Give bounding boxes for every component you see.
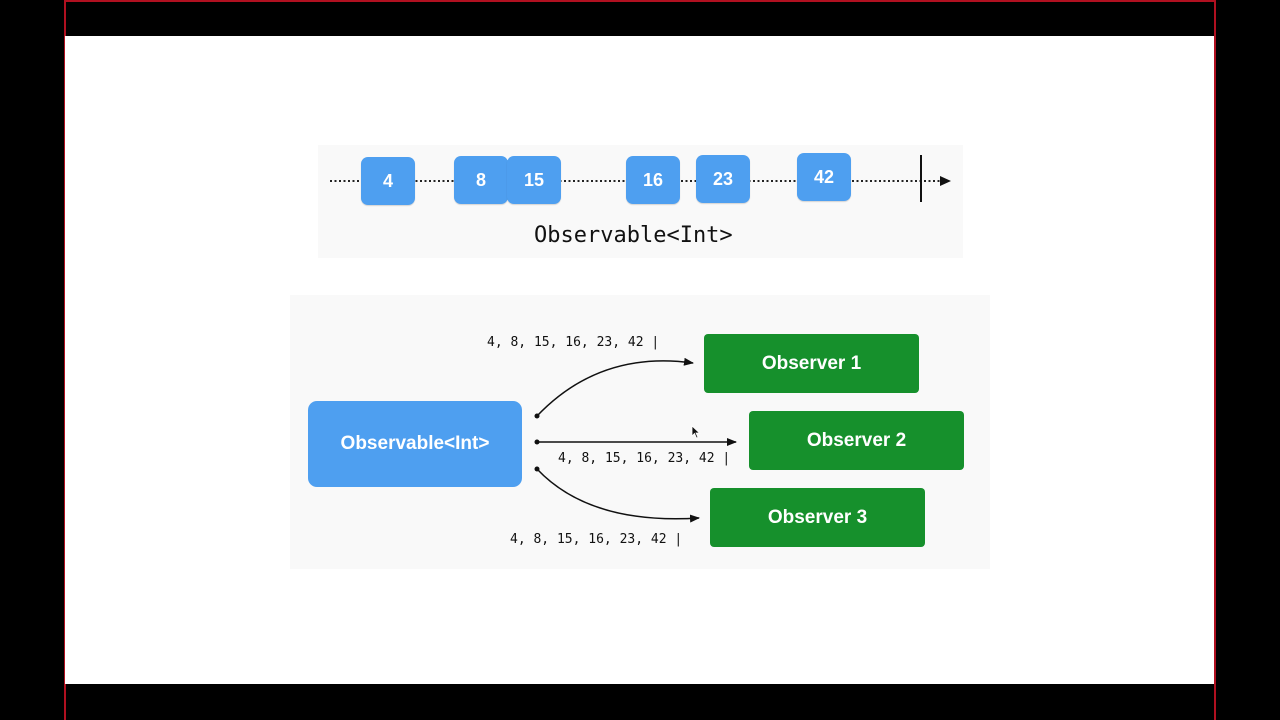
timeline-arrowhead	[940, 176, 951, 186]
observer-1-box: Observer 1	[704, 334, 919, 393]
marble-4: 4	[361, 157, 415, 205]
marble-16: 16	[626, 156, 680, 204]
arrow-to-observer-1	[536, 357, 694, 417]
marble-42: 42	[797, 153, 851, 201]
frame-edge-top	[64, 0, 1216, 2]
source-observable-box: Observable<Int>	[308, 401, 522, 487]
marble-8: 8	[454, 156, 508, 204]
marble-15: 15	[507, 156, 561, 204]
timeline-label: Observable<Int>	[534, 223, 733, 248]
mouse-pointer-icon	[691, 425, 701, 439]
observer-2-sequence: 4, 8, 15, 16, 23, 42 |	[558, 451, 731, 466]
observer-2-box: Observer 2	[749, 411, 964, 470]
observer-3-sequence: 4, 8, 15, 16, 23, 42 |	[510, 532, 683, 547]
arrow-to-observer-3	[536, 468, 700, 523]
observer-3-box: Observer 3	[710, 488, 925, 547]
frame-edge-right	[1214, 0, 1216, 720]
marble-23: 23	[696, 155, 750, 203]
observer-1-sequence: 4, 8, 15, 16, 23, 42 |	[487, 335, 660, 350]
